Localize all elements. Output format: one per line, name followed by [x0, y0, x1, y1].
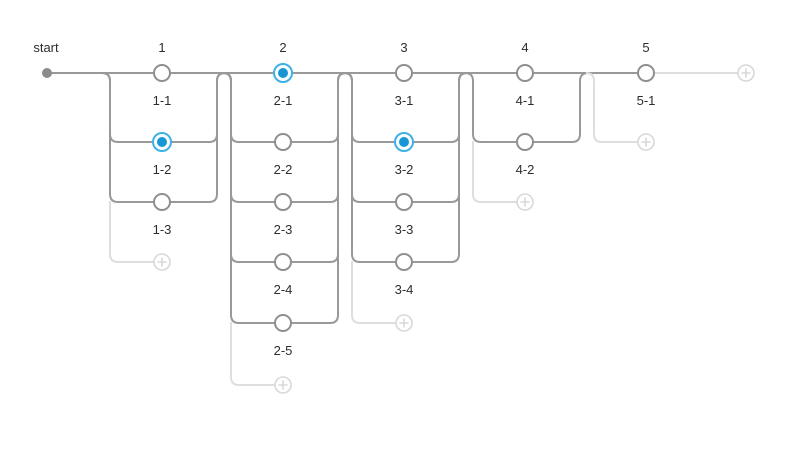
node-3-1[interactable] — [395, 64, 413, 82]
connector-layer — [47, 72, 738, 386]
node-circle — [153, 193, 171, 211]
selected-dot — [399, 137, 409, 147]
add-branch-button-col-1[interactable] — [153, 253, 171, 271]
node-label-3-3: 3-3 — [395, 222, 414, 237]
column-header-4: 4 — [521, 40, 528, 55]
node-layer — [42, 63, 755, 394]
add-branch-button-col-2[interactable] — [274, 376, 292, 394]
node-label-2-2: 2-2 — [274, 162, 293, 177]
label-layer: 1-1 1-2 1-3 1 2-1 2-2 2-3 2-4 2-5 2 3-1 3-2 3-3 3-4 3 4… — [33, 40, 655, 358]
node-label-4-2: 4-2 — [516, 162, 535, 177]
node-2-5[interactable] — [274, 314, 292, 332]
add-branch-connector-col-4 — [472, 141, 517, 203]
selected-dot — [157, 137, 167, 147]
node-label-2-1: 2-1 — [274, 93, 293, 108]
node-2-1[interactable] — [273, 63, 293, 83]
node-label-3-2: 3-2 — [395, 162, 414, 177]
plus-icon — [278, 380, 288, 390]
node-1-3[interactable] — [153, 193, 171, 211]
add-branch-connector-col-1 — [109, 201, 154, 263]
node-label-2-5: 2-5 — [274, 343, 293, 358]
selected-dot — [278, 68, 288, 78]
start-label: start — [33, 40, 59, 55]
plus-icon — [641, 137, 651, 147]
node-1-2[interactable] — [152, 132, 172, 152]
add-branch-button-col-5[interactable] — [637, 133, 655, 151]
node-circle — [274, 253, 292, 271]
node-circle — [516, 64, 534, 82]
node-label-1-2: 1-2 — [153, 162, 172, 177]
node-3-2[interactable] — [394, 132, 414, 152]
node-3-4[interactable] — [395, 253, 413, 271]
column-header-1: 1 — [158, 40, 165, 55]
node-circle — [637, 64, 655, 82]
node-3-3[interactable] — [395, 193, 413, 211]
node-label-4-1: 4-1 — [516, 93, 535, 108]
column-header-5: 5 — [642, 40, 649, 55]
node-circle — [395, 253, 413, 271]
plus-icon — [157, 257, 167, 267]
plus-icon — [741, 68, 751, 78]
column-header-3: 3 — [400, 40, 407, 55]
node-circle — [516, 133, 534, 151]
node-2-3[interactable] — [274, 193, 292, 211]
add-step-button[interactable] — [737, 64, 755, 82]
node-circle — [274, 193, 292, 211]
node-1-1[interactable] — [153, 64, 171, 82]
node-label-2-3: 2-3 — [274, 222, 293, 237]
add-branch-button-col-3[interactable] — [395, 314, 413, 332]
node-2-2[interactable] — [274, 133, 292, 151]
node-label-1-3: 1-3 — [153, 222, 172, 237]
node-4-1[interactable] — [516, 64, 534, 82]
column-header-2: 2 — [279, 40, 286, 55]
add-branch-button-col-4[interactable] — [516, 193, 534, 211]
node-circle — [395, 193, 413, 211]
start-node — [42, 68, 52, 78]
add-branch-connector-col-5 — [585, 72, 638, 143]
add-branch-connector-col-2 — [230, 322, 275, 386]
node-label-3-1: 3-1 — [395, 93, 414, 108]
node-2-4[interactable] — [274, 253, 292, 271]
node-label-1-1: 1-1 — [153, 93, 172, 108]
node-label-2-4: 2-4 — [274, 282, 293, 297]
add-branch-connector-col-3 — [351, 261, 396, 324]
node-circle — [395, 64, 413, 82]
plus-icon — [399, 318, 409, 328]
node-5-1[interactable] — [637, 64, 655, 82]
node-circle — [153, 64, 171, 82]
node-label-3-4: 3-4 — [395, 282, 414, 297]
node-circle — [274, 314, 292, 332]
node-circle — [274, 133, 292, 151]
node-label-5-1: 5-1 — [637, 93, 656, 108]
node-4-2[interactable] — [516, 133, 534, 151]
plus-icon — [520, 197, 530, 207]
